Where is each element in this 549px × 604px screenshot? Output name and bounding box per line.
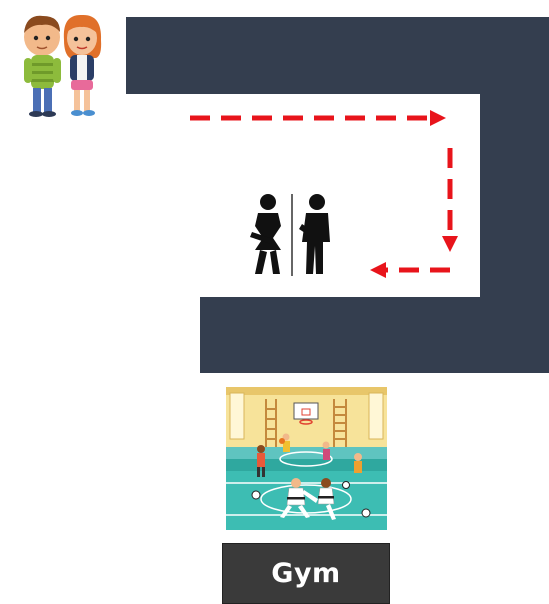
two-children-icon [12, 8, 112, 118]
woman-figure [250, 194, 281, 274]
wall-bottom [200, 297, 549, 373]
gym-label-box: Gym [222, 543, 390, 604]
boy-figure [24, 16, 61, 117]
arrowhead-down [442, 236, 458, 252]
girl-figure [64, 15, 101, 116]
arrowhead-right [430, 110, 446, 126]
restroom-icon [244, 192, 342, 280]
gym-label: Gym [271, 558, 340, 589]
gym-illustration [226, 387, 387, 530]
man-figure [299, 194, 330, 274]
restroom-divider [291, 194, 293, 276]
arrowhead-left [370, 262, 386, 278]
